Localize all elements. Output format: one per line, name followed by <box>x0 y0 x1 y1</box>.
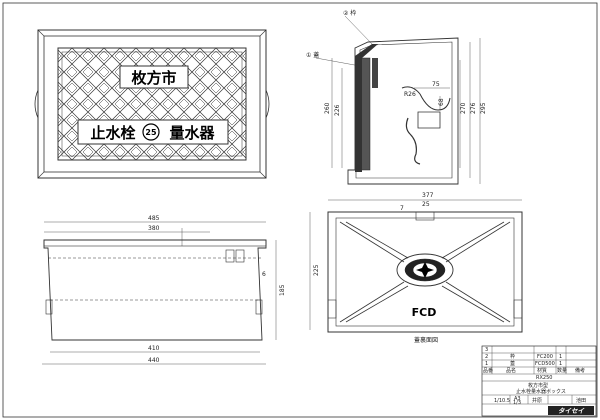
company-logo <box>548 406 594 415</box>
name-plate-text: 枚方市 <box>131 69 176 87</box>
dim-410: 410 <box>148 345 160 352</box>
tb-head-mat: 材質 <box>537 367 547 374</box>
tb-row1-no: 3 <box>485 347 488 353</box>
front-view: 485 380 410 440 185 6 <box>42 215 286 365</box>
tb-row2-no: 2 <box>485 354 488 360</box>
name-plate-box <box>119 65 189 89</box>
circle-number-mark <box>142 123 160 141</box>
dim-440: 440 <box>148 357 160 364</box>
top-view: 枚方市 止水栓 25 量水器 <box>34 29 270 179</box>
tb-row3-no: 1 <box>485 361 488 367</box>
tb-head-name: 品名 <box>506 367 516 374</box>
dim-75: 75 <box>432 81 440 88</box>
tb-head-qty: 数量 <box>557 367 567 374</box>
tb-row3-name: 蓋 <box>510 360 515 367</box>
main-label-text: 止水栓 <box>90 124 135 142</box>
tb-title-1: 枚方市型 <box>528 382 548 389</box>
tb-scale-ratio: 1/3 <box>513 400 521 406</box>
tb-scale-label: 1/10.5 <box>494 398 510 404</box>
tb-checker: 池田 <box>576 397 586 404</box>
dim-377: 377 <box>422 192 434 199</box>
dim-225: 225 <box>313 264 320 276</box>
title-block: 3 2 枠 FC200 1 1 蓋 FCD500 1 品番 品名 材質 数量 備… <box>481 345 597 417</box>
tb-designer: 井原 <box>532 397 542 404</box>
tb-row2-qty: 1 <box>559 354 562 360</box>
tb-head-note: 備考 <box>575 367 585 374</box>
tb-size-label: A3 <box>514 396 521 402</box>
dim-276: 276 <box>470 102 477 114</box>
dim-485: 485 <box>148 215 160 222</box>
tb-row2-name: 枠 <box>510 353 515 360</box>
dim-r26: R26 <box>404 91 416 98</box>
bottom-view: 377 7 25 225 FCD 蓋裏面図 <box>309 192 523 344</box>
dim-68: 68 <box>438 98 445 106</box>
dim-25: 25 <box>422 201 430 208</box>
caption-cover-underside: 蓋裏面図 <box>414 336 438 344</box>
tb-title-2: 止水栓量水器ボックス <box>516 388 566 395</box>
dim-185: 185 <box>279 284 286 296</box>
dim-380: 380 <box>148 225 160 232</box>
label-frame: ② 枠 <box>343 9 356 17</box>
tb-row2-mat: FC200 <box>537 354 553 360</box>
company-logo-text: タイセイ <box>558 407 585 415</box>
tb-row3-qty: 1 <box>559 361 562 367</box>
section-view: ② 枠 ① 蓋 75 R26 68 270 260 226 276 295 <box>306 9 487 185</box>
dim-270: 270 <box>460 102 467 114</box>
center-text-fcd: FCD <box>412 306 437 319</box>
tb-row3-mat: FCD500 <box>535 361 555 367</box>
main-label-text-2: 量水器 <box>169 124 215 142</box>
dim-260: 260 <box>324 102 331 114</box>
dim-295: 295 <box>480 102 487 114</box>
central-boss-outer <box>396 253 454 287</box>
tb-head-no: 品番 <box>483 367 493 374</box>
tb-code: RX250 <box>536 375 552 381</box>
dim-7: 7 <box>400 205 404 212</box>
dim-6: 6 <box>262 271 266 278</box>
circle-number-text: 25 <box>145 128 157 137</box>
dim-226: 226 <box>334 104 341 116</box>
label-cover: ① 蓋 <box>306 51 319 59</box>
